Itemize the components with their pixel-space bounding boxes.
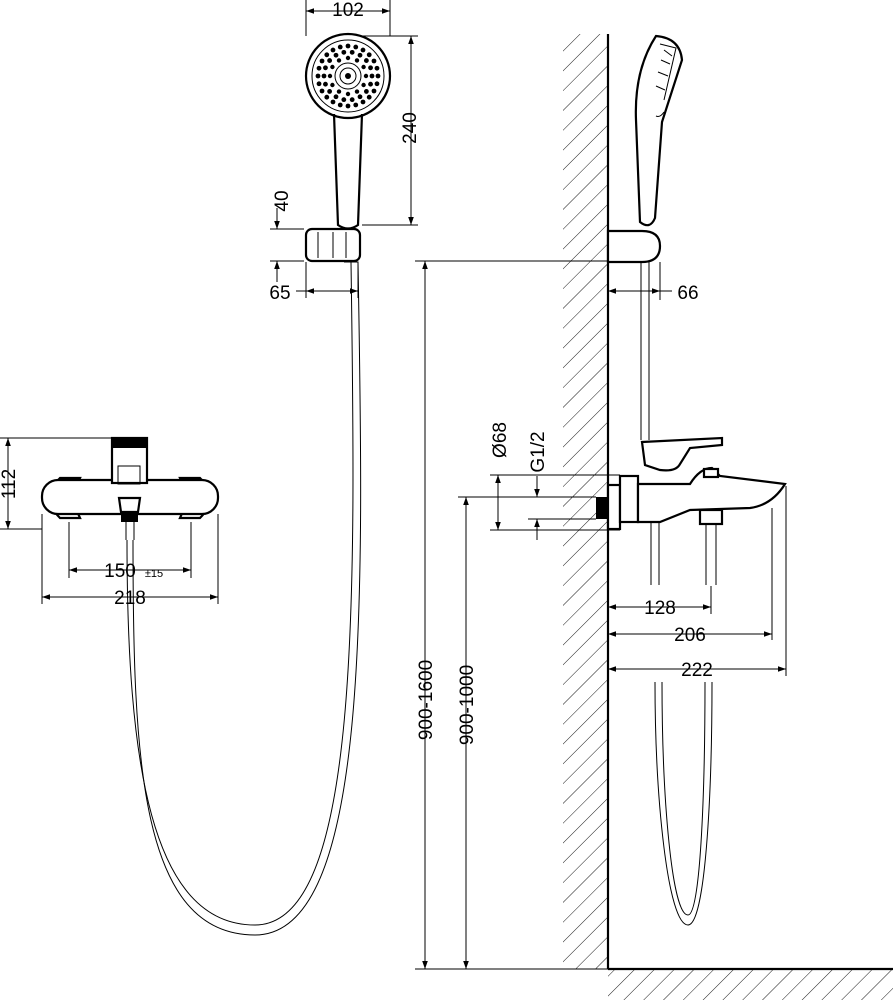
nozzle-dot	[360, 99, 366, 105]
handshower-side	[634, 34, 684, 227]
nozzle-dot	[349, 97, 355, 103]
nozzle-dot	[345, 103, 351, 109]
nozzle-dot	[327, 58, 333, 63]
nozzle-dot	[336, 89, 342, 94]
side-view	[563, 34, 893, 1000]
nozzle-dot	[369, 73, 375, 79]
nozzle-dot	[368, 65, 373, 71]
nozzle-dot	[330, 47, 336, 53]
label-mixer-height: 112	[0, 469, 20, 499]
nozzle-dot	[315, 73, 321, 79]
dim-holder-offset: 65	[269, 262, 359, 304]
nozzle-dot	[366, 52, 372, 58]
nozzle-dot	[363, 73, 369, 79]
handshower-front	[304, 32, 392, 230]
nozzle-dot	[345, 43, 351, 49]
dim-handshower-width: 102	[305, 0, 391, 36]
label-diverter-projection: 128	[644, 598, 676, 619]
mixer-front	[40, 436, 220, 540]
dim-handshower-length: 240	[360, 35, 421, 226]
label-inlet-spacing: 150	[104, 561, 136, 582]
nozzle-dot	[316, 65, 322, 71]
nozzle-pattern	[315, 43, 381, 109]
label-holder-offset: 65	[269, 283, 290, 304]
label-total-projection: 222	[681, 660, 713, 681]
nozzle-dot	[321, 73, 327, 79]
dim-holder-depth: 66	[608, 262, 699, 304]
hose-side	[640, 262, 713, 926]
nozzle-dot	[366, 94, 372, 100]
nozzle-dot	[333, 94, 339, 100]
dim-thread: G1/2	[528, 431, 596, 540]
dim-mixer-mount-height: 900-1000	[457, 496, 596, 969]
dim-spout-outlet-projection: 206	[608, 508, 773, 646]
hose-front	[126, 261, 362, 936]
nozzle-dot	[324, 94, 330, 100]
label-mixer-mount-height: 900-1000	[457, 665, 478, 745]
label-handshower-length: 240	[400, 112, 421, 144]
nozzle-dot	[349, 49, 355, 55]
dimensions: 102 240 40 65	[0, 0, 787, 970]
floor-hatch	[608, 969, 893, 1000]
nozzle-dot	[327, 73, 333, 79]
nozzle-dot	[361, 64, 366, 70]
nozzle-dot	[357, 94, 363, 100]
nozzle-dot	[353, 102, 359, 108]
dim-mixer-height: 112	[0, 437, 112, 530]
nozzle-dot	[323, 81, 328, 87]
dim-mixer-width: 218	[41, 514, 219, 609]
label-spout-outlet-projection: 206	[674, 625, 706, 646]
nozzle-dot	[330, 64, 335, 70]
nozzle-dot	[353, 44, 359, 50]
nozzle-dot	[361, 82, 366, 88]
dim-flange-diameter: Ø68	[490, 422, 620, 531]
nozzle-dot	[345, 55, 351, 61]
nozzle-dot	[324, 52, 330, 58]
label-holder-mount-height: 900-1600	[416, 660, 437, 740]
label-flange-diameter: Ø68	[490, 422, 511, 458]
nozzle-dot	[368, 81, 373, 87]
nozzle-dot	[337, 44, 343, 50]
holder-side	[606, 229, 662, 264]
nozzle-dot	[374, 65, 380, 71]
nozzle-dot	[354, 58, 360, 63]
nozzle-dot	[327, 89, 333, 94]
dim-inlet-spacing: 150 ±15	[68, 522, 192, 582]
dim-diverter-projection: 128	[608, 586, 712, 619]
dim-holder-height: 40	[270, 190, 304, 282]
nozzle-dot	[330, 82, 335, 88]
nozzle-dot	[357, 52, 363, 58]
nozzle-dot	[354, 89, 360, 94]
nozzle-dot	[319, 58, 325, 64]
holder-front	[304, 227, 362, 263]
nozzle-dot	[371, 58, 377, 64]
nozzle-dot	[336, 58, 342, 63]
label-holder-depth: 66	[677, 283, 698, 304]
front-view	[40, 32, 392, 936]
nozzle-dot	[333, 52, 339, 58]
mixer-side	[596, 436, 787, 585]
label-thread: G1/2	[528, 431, 549, 472]
nozzle-dot	[323, 65, 328, 71]
nozzle-dot	[341, 97, 347, 103]
dim-holder-mount-height: 900-1600	[415, 260, 608, 970]
label-handshower-width: 102	[332, 0, 364, 21]
nozzle-dot	[316, 81, 322, 87]
label-inlet-tolerance: ±15	[145, 568, 163, 580]
nozzle-dot	[345, 91, 351, 97]
dim-total-projection: 222	[608, 486, 787, 681]
nozzle-dot	[374, 81, 380, 87]
nozzle-dot	[330, 99, 336, 105]
nozzle-dot	[371, 88, 377, 94]
nozzle-dot	[375, 73, 381, 79]
nozzle-dot	[360, 47, 366, 53]
label-holder-height: 40	[272, 190, 293, 211]
label-mixer-width: 218	[114, 588, 146, 609]
nozzle-dot	[319, 88, 325, 94]
nozzle-dot	[341, 49, 347, 55]
nozzle-dot	[363, 89, 369, 94]
nozzle-dot	[337, 102, 343, 108]
nozzle-dot	[363, 58, 369, 63]
